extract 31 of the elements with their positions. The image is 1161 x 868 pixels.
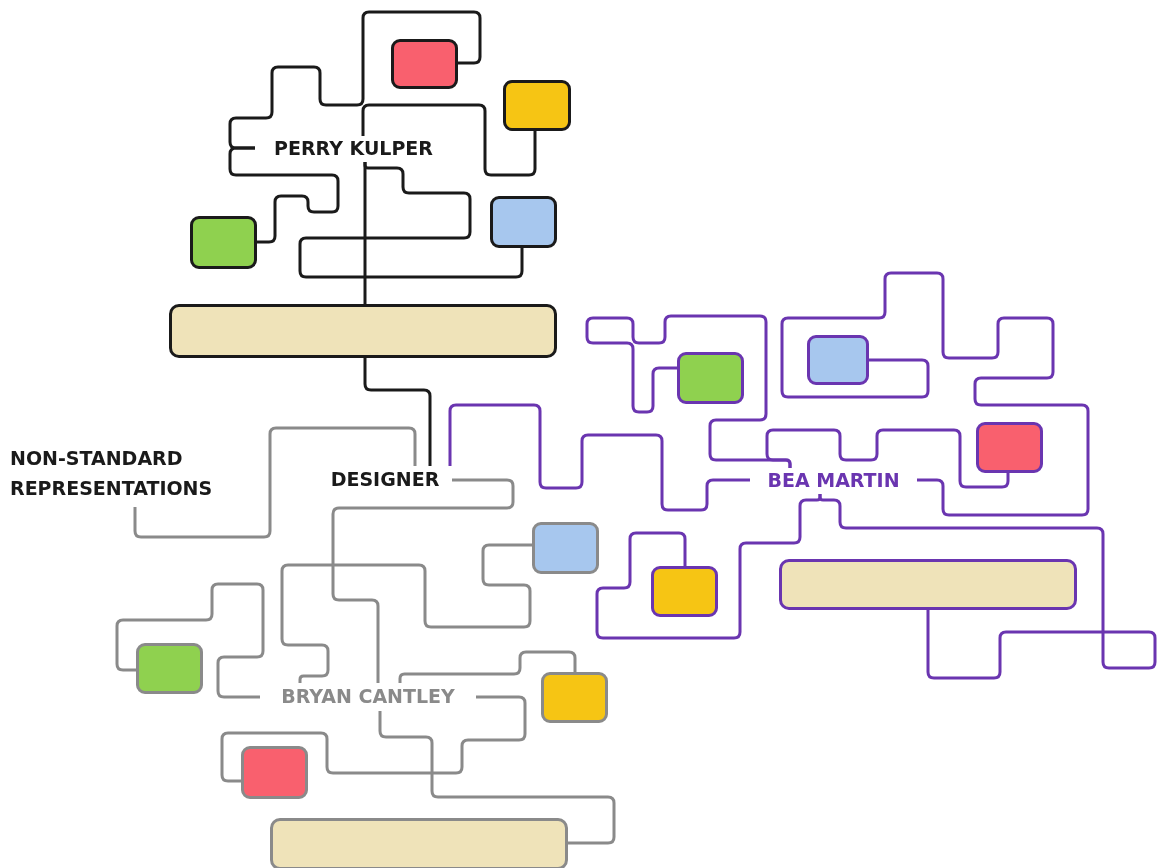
name-label: BEA MARTIN: [750, 468, 917, 494]
bar-block: [270, 818, 568, 868]
rounded-block: [136, 643, 203, 694]
bar-block: [169, 304, 557, 358]
connector-line: [133, 426, 417, 539]
connector-line: [765, 428, 1010, 489]
rounded-block: [532, 522, 599, 574]
rounded-block: [651, 566, 718, 617]
rounded-block: [190, 216, 257, 269]
rounded-block: [541, 672, 608, 723]
name-label: BRYAN CANTLEY: [260, 683, 476, 711]
rounded-block: [807, 335, 869, 385]
name-label: NON-STANDARD REPRESENTATIONS: [10, 440, 256, 507]
connector-line: [280, 543, 532, 684]
connector-line: [363, 162, 367, 304]
name-label: PERRY KULPER: [255, 136, 452, 162]
connector-line: [361, 103, 537, 177]
rounded-block: [490, 196, 557, 248]
name-label: DESIGNER: [318, 466, 452, 494]
connector-line: [818, 493, 1157, 680]
connector-line: [780, 271, 1090, 517]
rounded-block: [503, 80, 571, 131]
connector-line: [331, 478, 515, 683]
connector-line: [363, 358, 432, 466]
rounded-block: [976, 422, 1043, 473]
bar-block: [779, 559, 1077, 610]
rounded-block: [391, 39, 458, 89]
connector-line: [448, 403, 750, 512]
rounded-block: [241, 746, 308, 799]
rounded-block: [677, 352, 744, 404]
connector-line: [378, 711, 616, 845]
